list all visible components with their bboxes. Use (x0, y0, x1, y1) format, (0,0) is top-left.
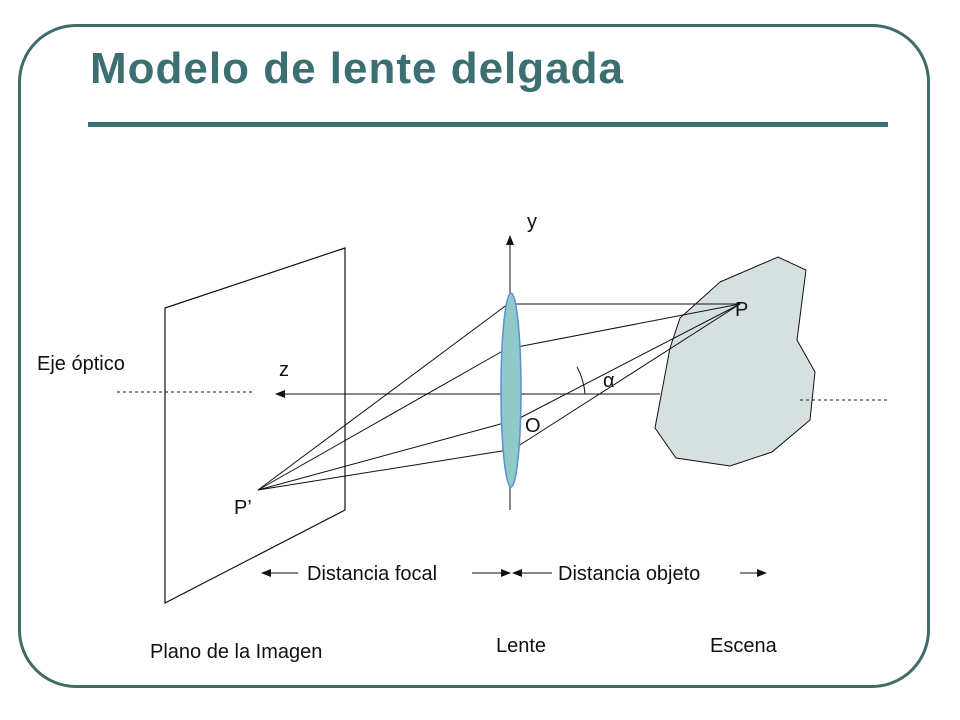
object-distance-label: Distancia objeto (558, 563, 700, 585)
z-axis-label: z (279, 359, 289, 381)
point-p-label: P (735, 299, 748, 321)
lens-label: Lente (496, 635, 546, 657)
point-p-prime-label: P’ (234, 497, 252, 519)
title-underline (88, 122, 888, 127)
slide-frame (18, 24, 930, 688)
ray-pp-upper (257, 347, 509, 491)
ray-p-upper (511, 303, 741, 349)
ray-p-lower (511, 303, 741, 451)
origin-label: O (525, 415, 541, 437)
scene-label: Escena (710, 635, 778, 657)
alpha-angle-arc (576, 366, 586, 395)
ray-p-center (511, 303, 741, 423)
focal-distance-label: Distancia focal (307, 563, 437, 585)
ray-pp-center (257, 421, 509, 491)
ray-pp-top (257, 303, 509, 491)
optical-axis-label: Eje óptico (37, 353, 125, 375)
alpha-label: α (603, 370, 615, 392)
y-axis-label: y (527, 211, 537, 233)
page-title: Modelo de lente delgada (90, 44, 624, 93)
scene-object (654, 256, 816, 467)
image-plane-label: Plano de la Imagen (150, 641, 322, 663)
thin-lens (500, 292, 522, 488)
image-plane (164, 247, 346, 604)
ray-pp-lower (257, 449, 509, 491)
